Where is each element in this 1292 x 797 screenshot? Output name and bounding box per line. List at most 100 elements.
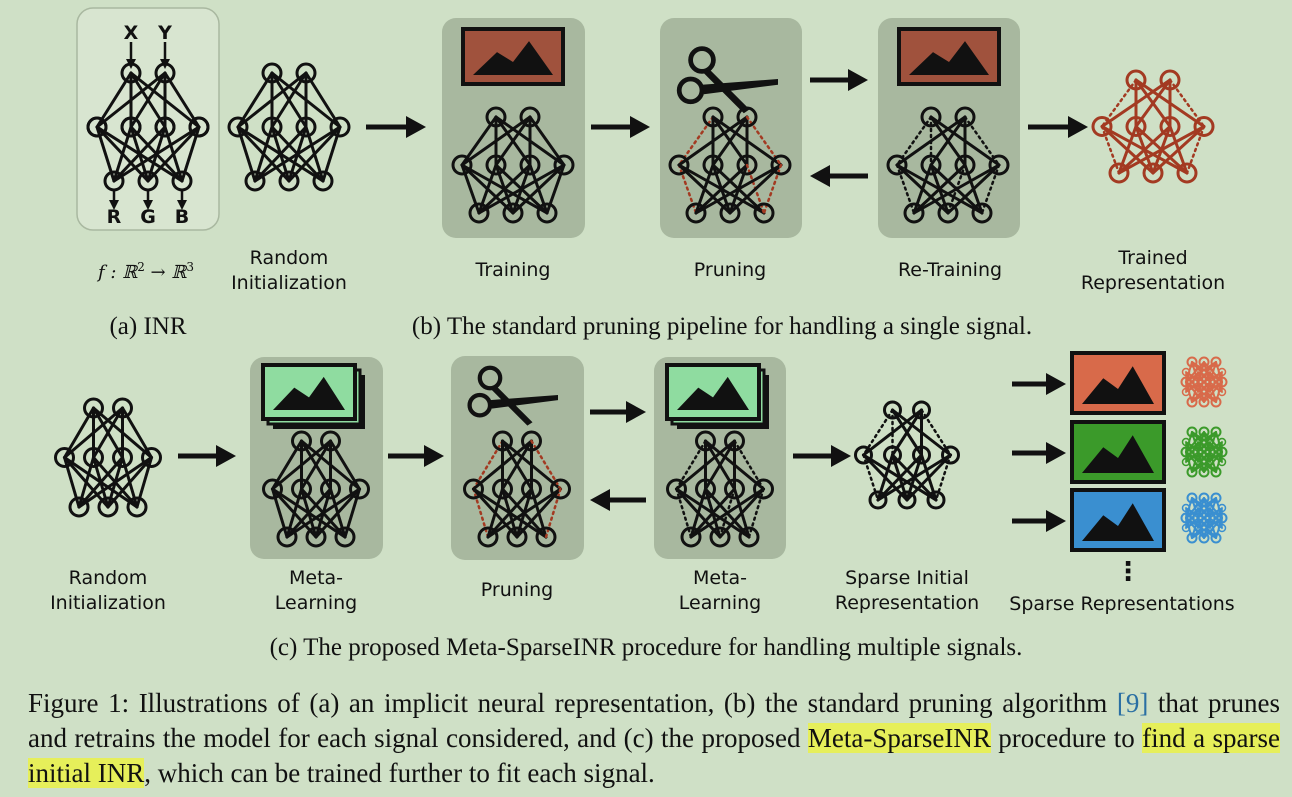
node: [1181, 437, 1191, 447]
arrow-head: [1068, 116, 1088, 138]
random-init-network: [227, 62, 351, 192]
node: [1193, 437, 1203, 447]
node: [171, 170, 193, 192]
pruned-network: [668, 106, 792, 224]
edge: [895, 115, 967, 167]
node: [668, 154, 690, 176]
edge: [95, 71, 167, 129]
node: [1210, 492, 1222, 504]
citation-link[interactable]: [9]: [1116, 688, 1149, 718]
node: [912, 400, 931, 420]
node: [1159, 69, 1181, 91]
node: [897, 490, 917, 510]
arrow-head: [848, 69, 868, 91]
node: [702, 154, 724, 176]
node: [1217, 523, 1227, 533]
representation-image-2: [1070, 420, 1166, 484]
image-frame: [261, 363, 357, 421]
c-pruning-panel: [451, 356, 584, 560]
edge: [486, 487, 533, 539]
node: [1193, 116, 1215, 137]
edge: [460, 115, 532, 167]
edge: [477, 163, 566, 215]
edge: [236, 71, 308, 129]
edge: [1100, 78, 1172, 128]
edge: [1185, 371, 1223, 393]
node: [1186, 466, 1198, 478]
node: [1198, 356, 1210, 368]
node: [97, 496, 119, 518]
edge: [253, 125, 308, 183]
arrow-head: [590, 489, 610, 511]
node: [868, 490, 888, 510]
edge: [689, 487, 736, 539]
node: [188, 116, 210, 138]
node: [1193, 387, 1203, 397]
node: [1193, 457, 1203, 467]
node: [291, 478, 312, 500]
node: [112, 397, 133, 419]
node: [349, 478, 370, 500]
edge: [694, 163, 783, 215]
node: [291, 430, 312, 452]
edge: [271, 439, 332, 491]
node: [926, 490, 946, 510]
edge: [677, 115, 749, 167]
node: [1198, 492, 1210, 504]
highlight-meta-sparseinr: Meta-SparseINR: [807, 723, 991, 753]
node: [719, 202, 741, 224]
edge: [689, 487, 765, 539]
node: [680, 526, 702, 548]
node: [477, 526, 499, 548]
node: [521, 430, 542, 452]
node: [451, 154, 473, 176]
edge: [694, 163, 749, 215]
node: [988, 154, 1010, 176]
sparse-init-network: [854, 400, 960, 510]
arrow-to-rep-2: [1012, 442, 1066, 464]
node: [137, 170, 159, 192]
node: [1186, 426, 1198, 438]
arrow-to-meta-learning-2: [590, 401, 646, 423]
c-label-sparse-reps: Sparse Representations: [1009, 593, 1235, 615]
node: [519, 106, 541, 128]
node: [86, 116, 108, 138]
node: [553, 154, 575, 176]
node: [685, 202, 707, 224]
edge: [112, 125, 201, 183]
node: [954, 106, 976, 128]
node: [736, 154, 758, 176]
edge: [1197, 441, 1223, 463]
node: [941, 445, 960, 465]
node: [1217, 367, 1227, 377]
inr-hidden-row: [86, 116, 210, 138]
edge: [675, 439, 736, 491]
edge: [1185, 507, 1211, 529]
c-label-meta-learning-2: Meta-Learning: [678, 567, 762, 614]
node: [886, 154, 908, 176]
meta-learning-images-1: [261, 363, 357, 421]
node: [1217, 503, 1227, 513]
node: [666, 478, 687, 500]
training-network: [451, 106, 575, 224]
b-label-retraining: Re-Training: [897, 259, 1003, 281]
arrow-head: [831, 445, 851, 467]
arrow-head: [630, 116, 650, 138]
meta-learning-network-1: [262, 430, 370, 548]
node: [1210, 356, 1222, 368]
node: [883, 400, 902, 420]
node: [463, 478, 484, 500]
node: [506, 526, 528, 548]
node: [1181, 387, 1191, 397]
retraining-image: [897, 27, 1001, 86]
node: [295, 116, 317, 138]
node: [295, 62, 317, 84]
node: [68, 496, 90, 518]
inr-function-text: f : ℝ2 → ℝ3: [98, 260, 194, 283]
b-label-pruning: Pruning: [693, 259, 767, 281]
scissor-blade: [491, 386, 533, 426]
mountain-icon: [1082, 435, 1154, 473]
node: [753, 202, 775, 224]
node: [468, 202, 490, 224]
